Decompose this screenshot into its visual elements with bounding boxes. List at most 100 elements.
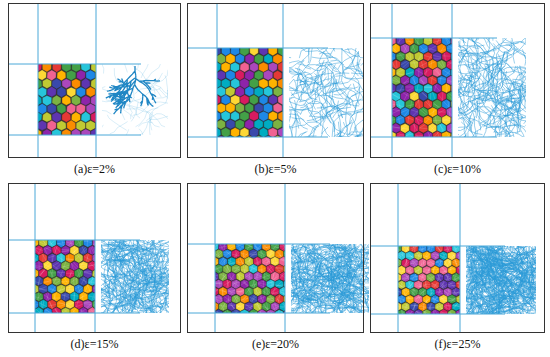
grain-crack (420, 108, 428, 115)
grain-crack (411, 110, 419, 116)
grain (268, 48, 277, 56)
figure-panel: (a)ε=2% (8, 3, 181, 158)
grain (423, 295, 431, 304)
guide-line (398, 184, 399, 332)
grain-crack (39, 300, 46, 308)
grain-crack (424, 38, 432, 43)
grain (226, 119, 235, 129)
grain (271, 272, 280, 282)
grain-crack (280, 273, 285, 281)
grain-crack (232, 250, 240, 258)
grain-crack (35, 270, 38, 278)
grain (419, 107, 428, 117)
grain-crack (445, 259, 452, 267)
grain (79, 261, 88, 270)
grain (392, 67, 396, 77)
grain (270, 287, 279, 296)
grain-crack (392, 116, 395, 124)
grain (226, 70, 236, 80)
grain (400, 44, 409, 54)
grain (66, 70, 76, 80)
grain-crack (410, 303, 418, 311)
particle-sample (215, 244, 285, 313)
grain-crack (236, 258, 243, 266)
grain-crack (245, 244, 253, 250)
grain-crack (427, 288, 435, 296)
grain (231, 111, 240, 121)
grain (52, 277, 61, 286)
grain (259, 95, 268, 105)
grain-crack (255, 288, 262, 296)
grain-crack (406, 101, 414, 109)
grain-crack (232, 280, 239, 288)
guide-line (188, 313, 330, 314)
guide-line (371, 314, 505, 315)
panel-caption: (c)ε=10% (371, 162, 544, 177)
grain-crack (415, 266, 422, 274)
grain-crack (446, 84, 448, 93)
grain-crack (66, 285, 74, 293)
grain-crack (405, 38, 413, 44)
grain (86, 121, 95, 131)
guide-line (38, 4, 39, 157)
grain-crack (245, 258, 252, 266)
grain (86, 104, 95, 115)
grain-crack (228, 273, 235, 281)
grain-crack (79, 262, 87, 268)
grain-crack (419, 78, 426, 85)
grain-crack (84, 272, 92, 275)
grain (254, 119, 263, 129)
grain-crack (262, 288, 270, 296)
grain (48, 269, 57, 279)
grain (236, 287, 245, 296)
grain-crack (70, 308, 78, 313)
grain-crack (396, 133, 405, 136)
grain (419, 44, 428, 54)
guide-line (35, 184, 36, 332)
grain-crack (424, 86, 432, 88)
grain-crack (271, 258, 279, 266)
grain-crack (280, 258, 285, 264)
grain-crack (88, 277, 95, 285)
grain (410, 288, 419, 297)
figure-panel: (b)ε=5% (187, 3, 364, 158)
grain-crack (452, 246, 460, 252)
grain-crack (401, 61, 409, 68)
grain (410, 273, 419, 282)
grain-crack (219, 303, 227, 311)
grain-crack (434, 84, 440, 91)
grain-crack (258, 295, 265, 303)
grain (35, 276, 43, 286)
grain-crack (408, 281, 414, 289)
grain-crack (440, 124, 445, 132)
crack-lines (101, 240, 169, 313)
grain-crack (406, 71, 414, 75)
grain-crack (241, 265, 249, 273)
grain (240, 309, 249, 313)
grain-crack (81, 246, 87, 254)
grain (423, 68, 432, 78)
guide-line (460, 184, 461, 332)
grain (217, 54, 226, 65)
grain-crack (62, 293, 70, 301)
grain-crack (410, 60, 418, 68)
grain (279, 302, 285, 312)
grain-crack (267, 295, 275, 301)
grain-crack (215, 266, 222, 272)
grain-crack (433, 132, 439, 137)
grain-crack (280, 288, 285, 296)
grain-crack (224, 295, 231, 303)
grain (427, 259, 436, 268)
grain-crack (448, 281, 456, 287)
grain-crack (420, 46, 427, 52)
grain (410, 123, 419, 133)
grain (254, 103, 263, 113)
grain-crack (402, 303, 410, 311)
grain (231, 128, 240, 137)
grain-crack (436, 303, 444, 311)
particle-sample (35, 240, 95, 313)
grain-crack (445, 38, 450, 44)
grain-crack (45, 308, 52, 313)
grain-crack (407, 116, 414, 124)
grain-crack (75, 300, 83, 307)
